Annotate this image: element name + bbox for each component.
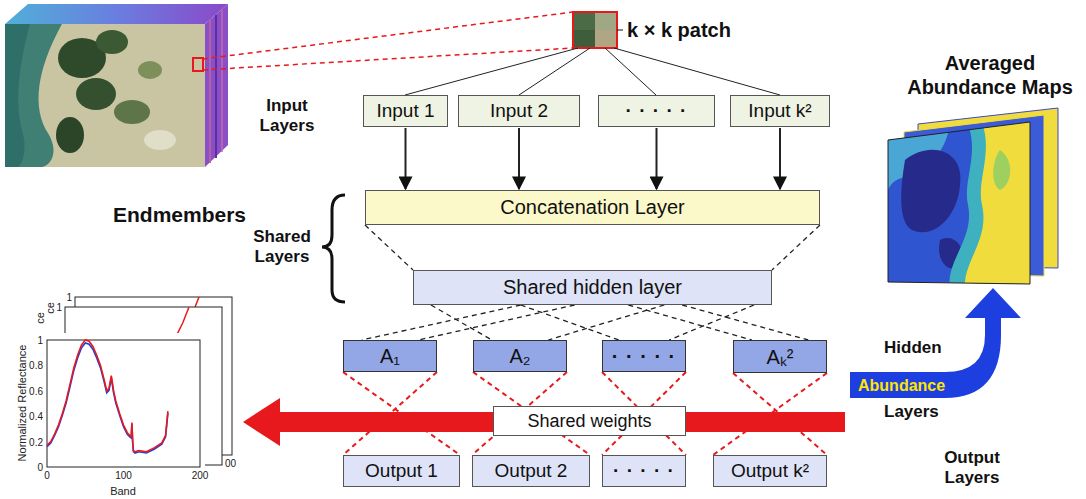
dense-link [521,305,754,340]
section-label: Output Layers [932,448,1012,489]
axis-label: Normalized Reflectance [16,345,28,462]
section-label: Abundance [858,376,945,396]
hidden-layer-box: Shared hidden layer [413,270,772,305]
section-label: Input Layers [252,96,322,137]
box-text: Output 2 [495,460,568,482]
box-text: A₂ [509,345,530,368]
box-text: Concatenation Layer [500,196,685,219]
section-label: Shared Layers [242,227,322,268]
title-label: Averaged Abundance Maps [903,51,1078,99]
abundance-layer-box: A₂ [473,340,567,372]
zoom-lines [203,12,573,70]
abundance-maps [885,108,1058,290]
dense-link [628,305,808,340]
patch-label: k × k patch [627,18,731,42]
axis-tick: 100 [115,470,132,481]
section-label: Layers [884,402,939,422]
output-layer-box: Output 1 [343,455,460,487]
input-layer-box: · · · · · [598,95,715,127]
axis-tick: 1 [66,292,72,303]
box-text: · · · · · [613,460,675,482]
box-text: · · · · · [626,100,688,122]
box-text: Output 1 [365,460,438,482]
axis-tick: 0.6 [29,385,43,396]
axis-label: Band [110,485,136,497]
flow-arrow [405,128,407,189]
output-layer-box: · · · · · [602,455,686,487]
dense-link [365,225,820,270]
pixel-patch [573,12,623,48]
input-layer-box: Input 1 [363,95,448,127]
hyperspectral-cube [5,4,228,167]
axis-tick: 200 [192,470,209,481]
box-text: Output k² [731,460,809,482]
output-layer-box: Output 2 [472,455,590,487]
flow-arrow [656,128,658,189]
box-text: A₁ [380,345,400,368]
axis-tick: 0 [37,462,43,473]
axis-tick: 1 [56,302,62,313]
dense-link [362,305,575,340]
blue-arrow [850,288,1021,398]
box-text: Shared hidden layer [503,276,682,299]
output-layer-box: Output k² [713,455,827,487]
box-text: Aₖ² [767,343,794,370]
axis-tick: 0.4 [29,411,43,422]
axis-label: ce [44,302,56,314]
brace [322,195,345,302]
box-text: Input 2 [490,100,548,122]
box-text: Shared weights [527,411,651,432]
concatenation-box: Concatenation Layer [365,190,820,225]
section-label: Hidden [884,338,942,358]
title-label: Endmembers [113,203,246,227]
shared-weights-box: Shared weights [493,406,686,436]
axis-label: ce [34,312,46,324]
box-text: Input k² [748,100,811,122]
red-arrow [243,398,845,446]
axis-tick: 0.2 [29,436,43,447]
patch-lines [405,48,780,95]
dense-link [431,305,664,340]
axis-tick: 00 [225,458,236,469]
flow-arrow [779,128,781,189]
box-text: · · · · · [612,345,677,368]
abundance-layer-box: Aₖ² [733,340,827,373]
axis-tick: 0.8 [29,360,43,371]
input-layer-box: Input 2 [458,95,580,127]
flow-arrow [518,128,520,189]
box-text: Input 1 [376,100,434,122]
abundance-layer-box: A₁ [343,340,437,372]
abundance-layer-box: · · · · · [602,340,686,372]
input-layer-box: Input k² [730,95,830,127]
axis-tick: 0 [44,470,50,481]
axis-tick: 1 [37,335,43,346]
endmember-plots [0,297,232,499]
